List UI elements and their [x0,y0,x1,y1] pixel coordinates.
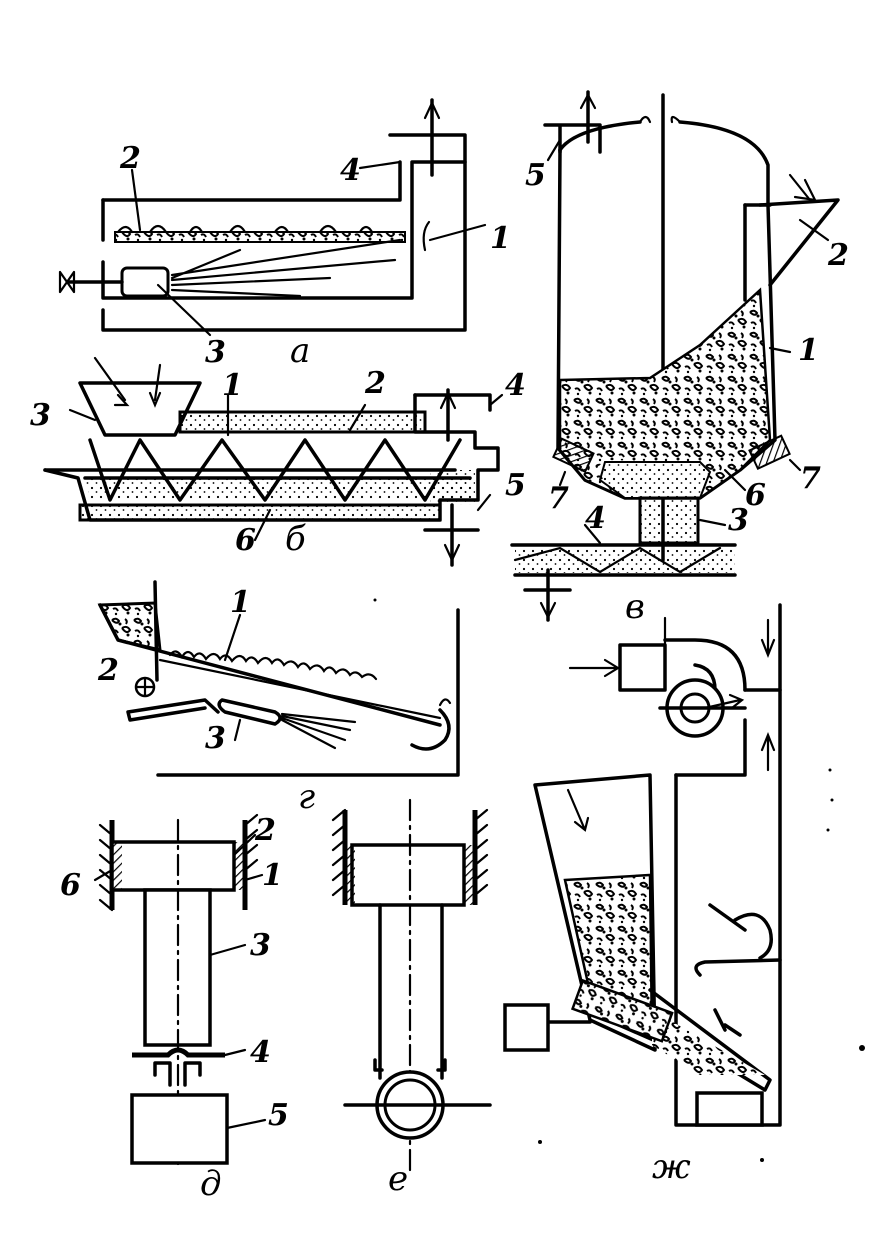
figure-d-caption: д [200,1164,222,1204]
figure-d: 1 2 3 4 5 6 д [60,813,289,1204]
scan-specks [373,598,865,1162]
figure-v-label-2: 2 [827,238,849,273]
figure-d-label-4: 4 [250,1035,271,1070]
figure-b-label-1: 1 [222,368,243,403]
figure-v-label-3: 3 [728,503,749,538]
figure-e: е [331,798,492,1199]
figure-g-label-3: 3 [205,721,226,756]
figure-v-label-1: 1 [798,333,819,368]
figure-e-caption: е [388,1159,408,1199]
figure-b-label-6: 6 [235,523,256,558]
figure-v-label-6: 6 [745,478,766,513]
figure-v-label-4: 4 [585,501,606,536]
figure-a-label-4: 4 [340,153,361,188]
figure-v-label-7-left: 7 [548,481,569,516]
figure-g: 1 2 3 г [97,580,460,817]
figure-g-label-1: 1 [230,585,251,620]
figure-d-label-6: 6 [60,868,81,903]
figure-a-label-3: 3 [205,335,226,370]
figure-d-label-2: 2 [254,813,276,848]
figure-a-label-1: 1 [490,221,511,256]
figure-d-label-1: 1 [262,858,283,893]
figure-b-label-2: 2 [364,366,386,401]
figure-a-label-2: 2 [119,141,141,176]
figure-v: 1 2 3 4 5 6 7 7 в [510,90,849,627]
figure-d-label-3: 3 [250,928,271,963]
figure-b-label-3: 3 [30,398,51,433]
figure-zh: ж [503,603,782,1187]
figure-a: 1 2 3 4 а [58,98,511,371]
figure-v-label-5: 5 [525,158,546,193]
figure-a-caption: а [290,331,310,371]
figure-v-label-7-right: 7 [800,461,821,496]
figure-g-caption: г [298,777,315,817]
figure-g-label-2: 2 [97,653,119,688]
figure-zh-caption: ж [652,1147,691,1187]
figure-b-label-4: 4 [505,368,526,403]
figure-d-label-5: 5 [268,1098,289,1133]
figure-b-label-5: 5 [505,468,526,503]
figure-b: 1 2 3 4 5 6 б [30,356,526,567]
figure-b-caption: б [285,519,306,559]
figure-v-caption: в [625,587,645,627]
